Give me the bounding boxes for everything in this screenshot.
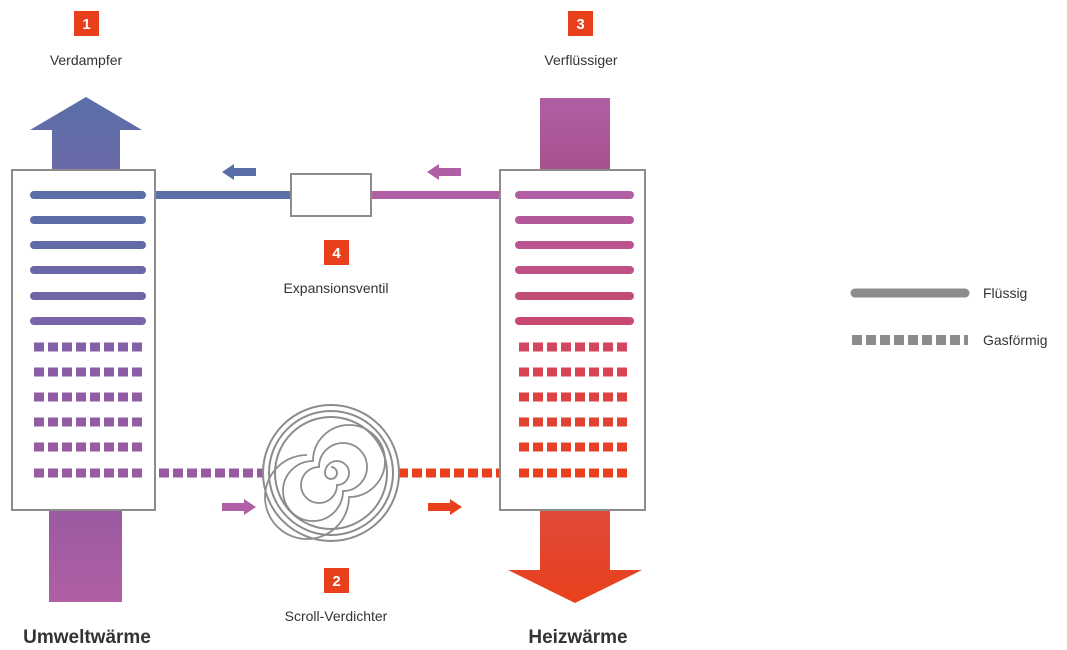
flow-arrow-purple-left [427, 164, 461, 180]
legend-liquid-label: Flüssig [983, 285, 1027, 301]
flow-arrow-purple-right [222, 499, 256, 515]
scroll-verdichter-label: Scroll-Verdichter [285, 608, 388, 624]
step-1-badge: 1 [74, 11, 99, 36]
expansion-valve [290, 173, 372, 217]
condenser-box [499, 169, 646, 511]
verfluessiger-label: Verflüssiger [544, 52, 617, 68]
flow-arrow-blue-left [222, 164, 256, 180]
step-2-badge: 2 [324, 568, 349, 593]
condenser-input-bar [540, 98, 610, 170]
condenser-coils [515, 191, 634, 478]
svg-text:3: 3 [576, 16, 584, 33]
scroll-compressor-icon [262, 404, 400, 542]
svg-text:4: 4 [332, 245, 341, 262]
flow-arrow-red-right [428, 499, 462, 515]
step-4-badge: 4 [324, 240, 349, 265]
svg-text:1: 1 [82, 16, 90, 33]
svg-text:2: 2 [332, 573, 340, 590]
step-3-badge: 3 [568, 11, 593, 36]
legend-gas-label: Gasförmig [983, 332, 1048, 348]
cold-air-up-arrow [30, 97, 142, 170]
expansionsventil-label: Expansionsventil [283, 280, 388, 296]
ambient-heat-label: Umweltwärme [23, 627, 151, 648]
verdampfer-label: Verdampfer [50, 52, 123, 68]
evaporator-coils [30, 191, 146, 478]
legend: Flüssig Gasförmig [850, 285, 1048, 348]
ambient-heat-input-bar [49, 510, 122, 602]
evaporator-box [11, 169, 156, 511]
heating-heat-label: Heizwärme [528, 627, 627, 648]
heat-output-down-arrow [508, 510, 642, 603]
